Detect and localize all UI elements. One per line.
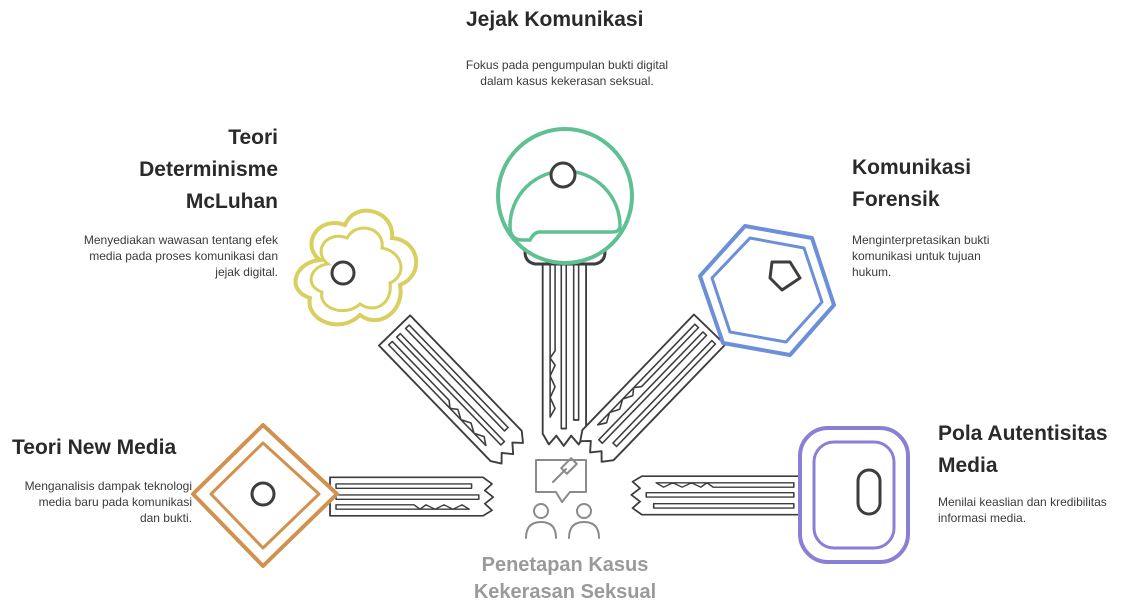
- key-jejak-hole: [549, 161, 577, 189]
- autentisitas-description: Menilai keaslian dan kredibilitas inform…: [938, 495, 1107, 525]
- key-jejak-bow: [496, 127, 634, 265]
- autentisitas-title: Pola Autentisitas Media: [938, 422, 1108, 477]
- key-jejak: [496, 127, 634, 447]
- forensik-title: Komunikasi Forensik: [852, 156, 972, 211]
- center-title: Penetapan Kasus Kekerasan Seksual: [473, 554, 657, 603]
- key-new-media: [191, 423, 495, 568]
- key-mcluhan: [293, 208, 531, 470]
- forensik-description: Menginterpretasikan bukti komunikasi unt…: [852, 233, 990, 279]
- gavel-speech-people-icon: [525, 457, 600, 539]
- key-jejak-blade: [541, 248, 588, 447]
- mcluhan-title: Teori Determinisme McLuhan: [139, 126, 278, 213]
- key-new-media-hole: [250, 481, 276, 507]
- key-autentisitas-blade: [630, 475, 801, 516]
- key-new-media-blade: [329, 476, 495, 517]
- key-forensik-blade: [573, 313, 727, 469]
- key-forensik: [573, 224, 836, 469]
- key-autentisitas: [630, 426, 910, 564]
- new-media-description: Menganalisis dampak teknologi media baru…: [24, 479, 192, 525]
- key-forensik-bow: [698, 224, 836, 357]
- mcluhan-description: Menyediakan wawasan tentang efek media p…: [83, 233, 278, 279]
- new-media-title: Teori New Media: [12, 436, 177, 459]
- key-autentisitas-hole: [856, 468, 882, 516]
- key-mcluhan-blade: [378, 314, 531, 470]
- key-autentisitas-bow: [798, 426, 910, 564]
- key-mcluhan-hole: [330, 260, 356, 286]
- key-forensik-hole: [768, 260, 802, 292]
- jejak-title: Jejak Komunikasi: [466, 8, 644, 31]
- jejak-description: Fokus pada pengumpulan bukti digital dal…: [465, 58, 669, 88]
